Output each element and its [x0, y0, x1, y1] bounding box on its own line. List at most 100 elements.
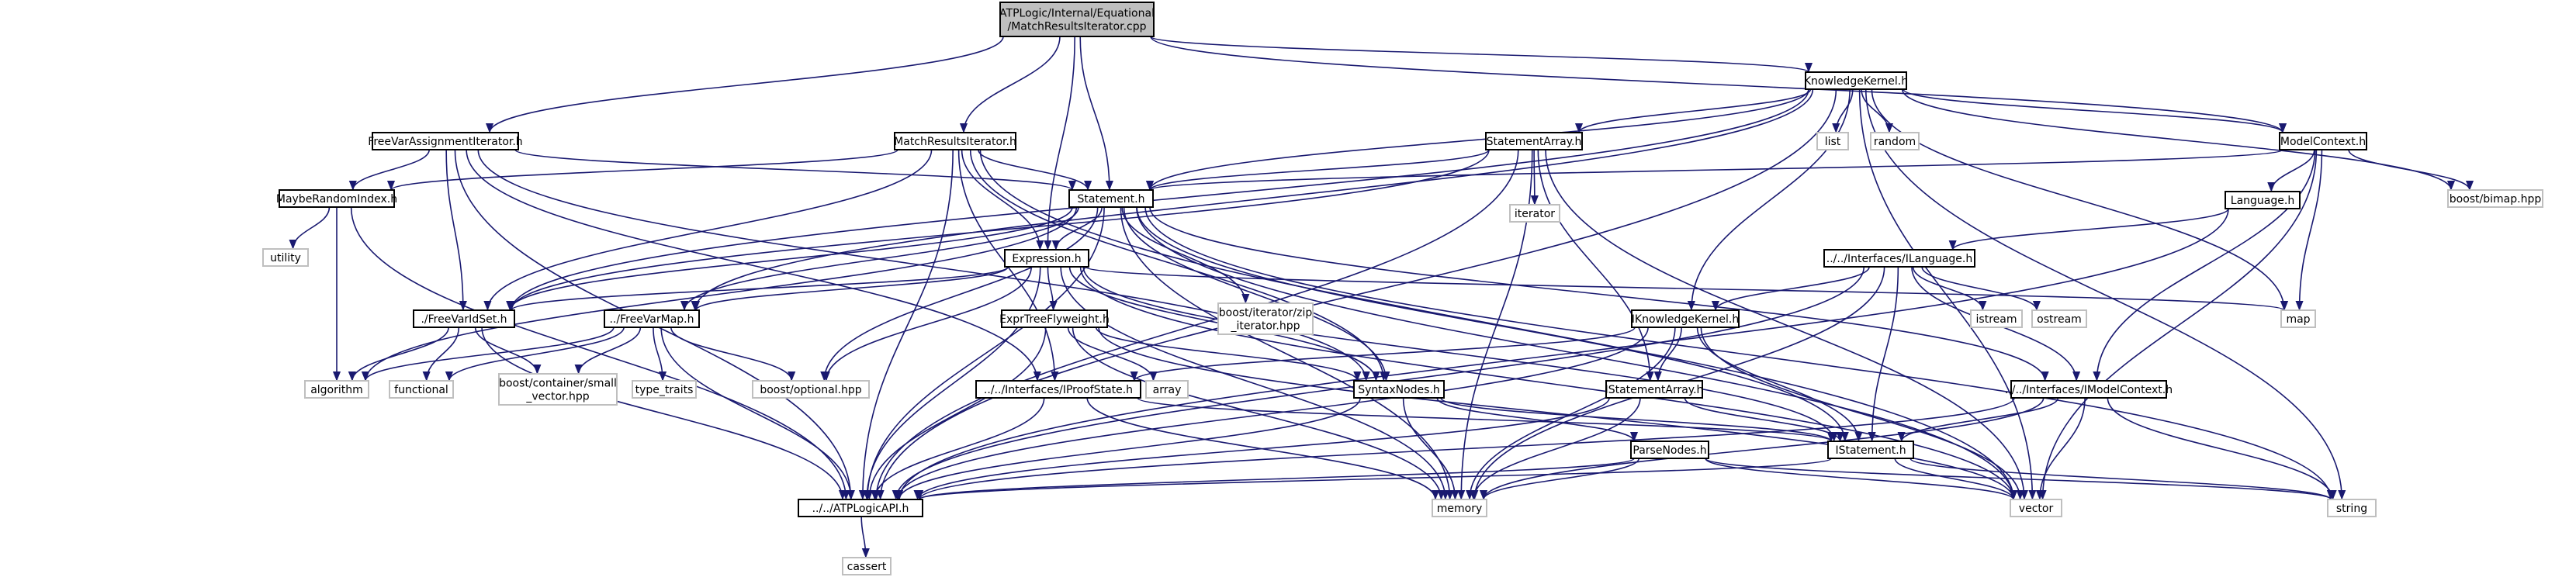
file-node-stmt[interactable]: Statement.h — [1068, 189, 1154, 208]
include-edge-sn-to-pn — [1436, 397, 1638, 442]
system-header-node-cassert: cassert — [842, 557, 892, 575]
file-node-fvai[interactable]: FreeVarAssignmentIterator.h — [368, 132, 523, 150]
system-header-node-memory: memory — [1432, 499, 1487, 517]
node-box — [1827, 441, 1914, 459]
node-label: IStatementArray.h — [1605, 384, 1704, 396]
include-edge-imc-to-string — [2107, 397, 2337, 500]
include-edge-expr-to-map — [1085, 266, 2288, 311]
system-header-node-bzip: boost/iterator/zip_iterator.hpp — [1217, 302, 1314, 335]
file-node-etf[interactable]: ExprTreeFlyweight.h — [999, 309, 1110, 328]
file-node-api[interactable]: ../../ATPLogicAPI.h — [798, 499, 923, 517]
file-node-ips[interactable]: ../../Interfaces/IProofState.h — [975, 380, 1141, 399]
include-edge-fvm-to-bopt — [670, 327, 796, 382]
include-edge-lang-to-ilang — [1948, 208, 2229, 251]
include-edge-stmt-to-algorithm — [361, 206, 1078, 382]
include-edge-imc-to-api — [916, 397, 2015, 500]
include-edge-ikk-to-api — [893, 327, 1649, 500]
node-label: vector — [2019, 503, 2054, 515]
file-node-kk[interactable]: KnowledgeKernel.h — [1804, 71, 1908, 90]
file-node-mri[interactable]: MatchResultsIterator.h — [894, 132, 1016, 150]
node-label: StatementArray.h — [1487, 136, 1582, 148]
node-box — [279, 189, 395, 208]
node-label: MatchResultsIterator.h — [894, 136, 1016, 148]
include-edge-stmt-to-bopt — [820, 206, 1099, 382]
node-box — [1823, 249, 1975, 268]
file-node-lang[interactable]: Language.h — [2225, 191, 2301, 209]
node-layer: ATPLogic/Internal/Equational/MatchResult… — [262, 2, 2543, 575]
node-label: Language.h — [2231, 195, 2294, 207]
system-header-node-string: string — [2327, 499, 2377, 517]
include-edge-pn-to-string — [1705, 458, 2335, 500]
node-label: Expression.h — [1012, 253, 1081, 265]
node-label: IStatement.h — [1835, 444, 1906, 457]
file-node-root[interactable]: ATPLogic/Internal/Equational/MatchResult… — [999, 2, 1155, 37]
include-edge-fvs-to-algorithm — [348, 327, 449, 382]
node-box — [632, 380, 697, 399]
file-node-mri2[interactable]: MaybeRandomIndex.h — [276, 189, 397, 208]
include-edge-pn-to-memory — [1479, 458, 1640, 500]
include-edge-mri-to-stmt — [978, 149, 1092, 191]
include-edge-expr-to-fvs — [507, 266, 1009, 311]
file-node-fvs[interactable]: ./FreeVarIdSet.h — [413, 309, 515, 328]
include-edge-etf-to-memory — [1072, 327, 1446, 500]
file-node-isa[interactable]: IStatementArray.h — [1605, 380, 1704, 399]
node-box — [2327, 499, 2377, 517]
node-label: ../../Interfaces/IModelContext.h — [2005, 384, 2173, 396]
include-edge-sn-to-api — [895, 397, 1361, 500]
include-edge-kk-to-sa — [1575, 88, 1812, 133]
node-label: ostream — [2037, 313, 2082, 326]
include-edge-fvai-to-mri2 — [348, 149, 430, 191]
include-edge-fvai-to-stmt — [514, 149, 1076, 191]
file-node-sa[interactable]: StatementArray.h — [1485, 132, 1583, 150]
include-edge-expr-to-etf — [1047, 266, 1058, 311]
node-box — [1630, 441, 1709, 459]
node-label: ExprTreeFlyweight.h — [999, 313, 1110, 326]
node-label: _iterator.hpp — [1231, 320, 1300, 333]
include-edge-sa-to-stmt — [1146, 149, 1490, 191]
include-edge-expr-to-istmt — [1082, 266, 1838, 442]
node-box — [1509, 204, 1560, 223]
node-box — [842, 557, 892, 575]
include-edge-expr-to-api — [863, 266, 1041, 500]
file-node-istmt[interactable]: IStatement.h — [1827, 441, 1914, 459]
node-label: ../FreeVarMap.h — [609, 313, 694, 326]
include-edge-stmt-to-memory — [1120, 206, 1454, 500]
include-edge-expr-to-bopt — [822, 266, 1033, 382]
node-box — [2279, 132, 2367, 150]
node-label: ../../ATPLogicAPI.h — [812, 503, 909, 515]
include-edge-stmt-to-fvs — [506, 206, 1073, 311]
file-node-imc[interactable]: ../../Interfaces/IModelContext.h — [2005, 380, 2173, 399]
include-edge-kk-to-string — [1864, 88, 2346, 500]
node-box — [999, 2, 1155, 37]
include-edge-istmt-to-string — [1909, 458, 2335, 500]
include-edge-mri-to-fvs — [483, 149, 933, 311]
node-label: MaybeRandomIndex.h — [276, 193, 397, 206]
include-edge-mri-to-sn — [969, 149, 1388, 382]
file-node-expr[interactable]: Expression.h — [1004, 249, 1089, 268]
include-edge-stmt-to-string — [1144, 206, 2335, 500]
include-edge-fvm-to-typetraits — [653, 327, 667, 382]
node-box — [1217, 302, 1314, 335]
file-node-ikk[interactable]: IKnowledgeKernel.h — [1631, 309, 1740, 328]
include-edge-istmt-to-api — [916, 458, 1832, 500]
system-header-node-bopt: boost/optional.hpp — [752, 380, 870, 399]
include-edge-istmt-to-vector — [1894, 458, 2018, 500]
file-node-mc[interactable]: ModelContext.h — [2279, 132, 2367, 150]
node-label: array — [1153, 384, 1182, 396]
include-edge-kk-to-ikk — [1687, 88, 1851, 311]
include-edge-root-to-mc — [1150, 36, 2287, 133]
file-node-ilang[interactable]: ../../Interfaces/ILanguage.h — [1823, 249, 1975, 268]
node-label: iterator — [1515, 208, 1555, 220]
file-node-fvm[interactable]: ../FreeVarMap.h — [604, 309, 700, 328]
include-edge-fvs-to-bsv — [474, 327, 542, 375]
node-box — [1870, 132, 1920, 150]
include-edge-mc-to-stmt — [1146, 149, 2283, 191]
include-edge-mc-to-vector — [2038, 149, 2318, 500]
node-label: FreeVarAssignmentIterator.h — [368, 136, 522, 148]
include-edge-sa-to-vector — [1545, 149, 2029, 500]
include-edge-ikk-to-istmt — [1696, 327, 1863, 442]
node-label: utility — [270, 252, 301, 264]
include-edge-ikk-to-isa — [1653, 327, 1682, 382]
file-node-pn[interactable]: ParseNodes.h — [1630, 441, 1709, 459]
file-node-sn[interactable]: SyntaxNodes.h — [1353, 380, 1445, 399]
